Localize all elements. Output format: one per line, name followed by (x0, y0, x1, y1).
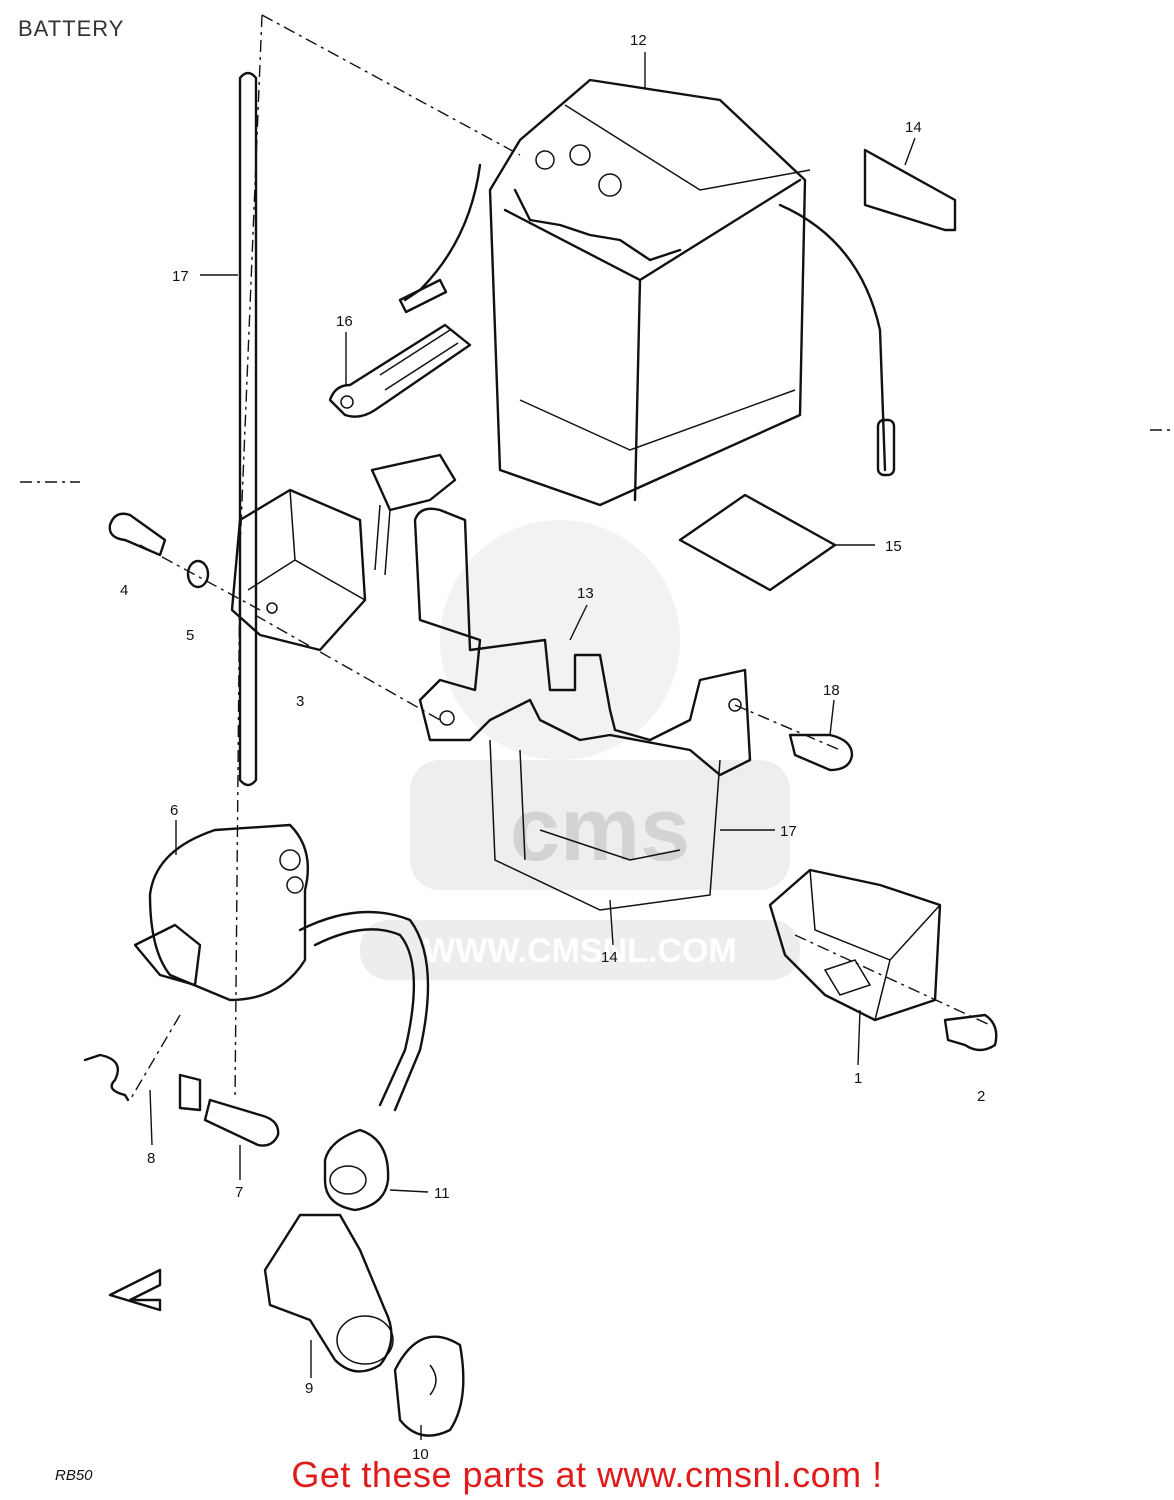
screw-part-7 (178, 1073, 280, 1147)
callout-11: 11 (434, 1185, 450, 1202)
callout-6: 6 (170, 802, 178, 819)
front-arrow-icon (108, 1268, 162, 1312)
watermark-logo: cms WWW.CMSNL.COM (360, 520, 800, 980)
screw-part-18 (788, 733, 854, 772)
callout-16: 16 (336, 313, 353, 330)
battery-part-12 (398, 78, 896, 507)
callout-7: 7 (235, 1184, 243, 1201)
callout-17-bracket: 17 (780, 823, 797, 840)
rod-part-17 (238, 71, 258, 787)
model-code: RB50 (55, 1467, 93, 1484)
callout-9: 9 (305, 1380, 313, 1397)
callout-8: 8 (147, 1150, 155, 1167)
callout-1: 1 (854, 1070, 862, 1087)
coil-part-6 (133, 823, 430, 1112)
callout-4: 4 (120, 582, 128, 599)
footer-cta-link[interactable]: Get these parts at www.cmsnl.com ! (291, 1454, 883, 1495)
callout-2: 2 (977, 1088, 985, 1105)
callout-10: 10 (412, 1446, 429, 1463)
terminal-part-16 (328, 323, 472, 418)
bracket-part-13 (413, 507, 752, 911)
screw-part-2 (943, 1013, 998, 1052)
relay-part-1 (768, 868, 942, 1022)
callout-3: 3 (296, 693, 304, 710)
plug-cap-part-9 (263, 1213, 394, 1373)
callout-12: 12 (630, 32, 647, 49)
callout-leaders (149, 52, 916, 1440)
callout-13: 13 (577, 585, 594, 602)
bolt-part-4 (108, 512, 167, 557)
callout-14-top: 14 (905, 119, 922, 136)
washer-part-5 (186, 559, 210, 589)
relay-part-3 (230, 453, 457, 652)
callout-5: 5 (186, 627, 194, 644)
callout-numbers: 12 14 17 16 15 4 5 13 3 18 17 6 14 1 2 8… (120, 32, 985, 1463)
pad-part-14-top (863, 148, 957, 232)
callout-14-bracket: 14 (601, 949, 618, 966)
callout-18: 18 (823, 682, 840, 699)
cap-part-11 (323, 1128, 390, 1212)
clip-part-8 (83, 1053, 130, 1102)
cover-part-10 (393, 1335, 465, 1437)
watermark-text: WWW.CMSNL.COM (423, 932, 737, 970)
svg-text:cms: cms (510, 780, 690, 880)
diagram-title: BATTERY (18, 16, 125, 41)
pad-part-15 (678, 493, 837, 592)
callout-15: 15 (885, 538, 902, 555)
assembly-leader-lines (20, 14, 1174, 1101)
callout-17-rod: 17 (172, 268, 189, 285)
